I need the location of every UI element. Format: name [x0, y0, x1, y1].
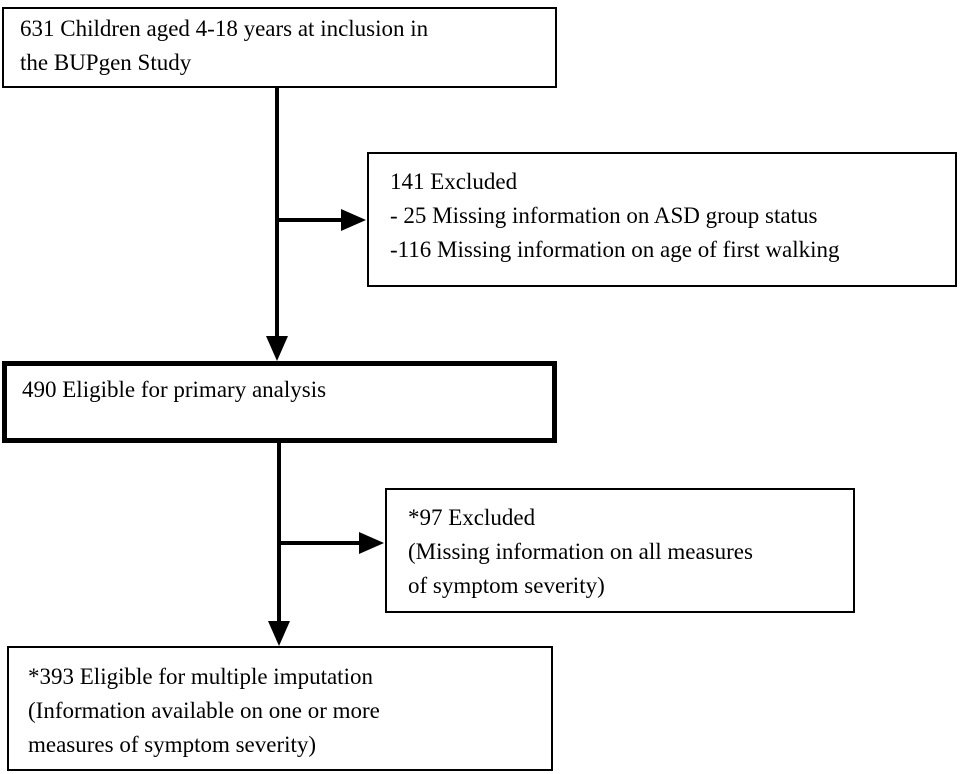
box-eligible-imputation-line-3: measures of symptom severity): [28, 732, 317, 757]
box-eligible-imputation-line-1: *393 Eligible for multiple imputation: [28, 664, 373, 689]
box-excluded-second-line-3: of symptom severity): [408, 573, 605, 598]
box-excluded-first: 141 Excluded - 25 Missing information on…: [367, 152, 957, 287]
box-inclusion: 631 Children aged 4-18 years at inclusio…: [2, 7, 557, 88]
connector-primary-to-imputation-arrow: [268, 443, 290, 646]
connector-branch-to-excluded-first-arrow: [277, 209, 366, 231]
box-excluded-second-line-1: *97 Excluded: [408, 505, 536, 530]
box-inclusion-line-1: 631 Children aged 4-18 years at inclusio…: [20, 16, 429, 41]
box-excluded-first-line-3: -116 Missing information on age of first…: [390, 237, 840, 262]
box-excluded-first-line-2: - 25 Missing information on ASD group st…: [390, 203, 818, 228]
box-eligible-primary-line-1: 490 Eligible for primary analysis: [22, 377, 327, 402]
box-inclusion-line-2: the BUPgen Study: [20, 50, 192, 75]
box-excluded-second: *97 Excluded (Missing information on all…: [385, 488, 855, 613]
box-eligible-imputation-line-2: (Information available on one or more: [28, 698, 380, 723]
box-eligible-primary: 490 Eligible for primary analysis: [2, 361, 557, 443]
box-eligible-imputation: *393 Eligible for multiple imputation (I…: [7, 646, 553, 771]
box-excluded-first-line-1: 141 Excluded: [390, 169, 518, 194]
connector-inclusion-to-primary-arrow: [266, 88, 288, 361]
box-excluded-second-line-2: (Missing information on all measures: [408, 539, 753, 564]
connector-branch-to-excluded-second-arrow: [279, 532, 384, 554]
